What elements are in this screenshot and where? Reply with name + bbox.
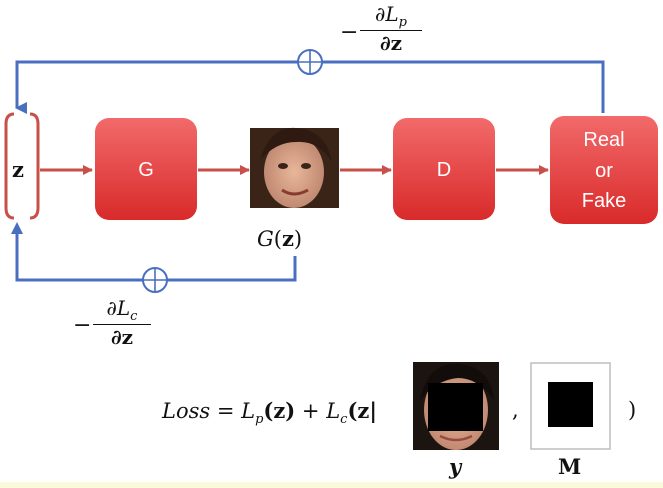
z-label: z (12, 157, 24, 182)
loss-close-paren: ) (628, 398, 637, 422)
output-label-or: or (595, 160, 613, 182)
bottom-arrowhead-icon (11, 222, 23, 234)
mask-square-on-face (428, 383, 483, 431)
generator-box (95, 118, 197, 220)
loss-equation: Loss = Lp(z) + Lc(z| (162, 398, 377, 428)
bottom-gradient-minus: − (73, 313, 92, 338)
bottom-gradient-fraction: ∂Lc ∂z (93, 296, 151, 349)
masked-face-image (413, 362, 499, 450)
mask-square (548, 382, 593, 427)
discriminator-label: D (436, 159, 452, 181)
output-label-fake: Fake (581, 190, 627, 212)
generator-label: G (138, 159, 154, 181)
output-label-real: Real (583, 129, 625, 151)
z-bracket-right (29, 112, 40, 220)
z-bracket-left (4, 112, 15, 220)
top-gradient-minus: − (340, 20, 359, 45)
discriminator-box (393, 118, 495, 220)
generated-image-label: G(z) (257, 226, 303, 251)
generated-face-image (250, 127, 339, 208)
y-label: y (449, 454, 462, 479)
top-sum-icon (297, 49, 323, 75)
loss-comma: , (512, 398, 519, 422)
output-box (550, 116, 658, 224)
top-gradient-fraction: ∂Lp ∂z (360, 2, 422, 55)
bottom-strip (0, 482, 663, 488)
m-label: M (558, 454, 582, 479)
bottom-sum-icon (142, 267, 168, 293)
mask-image (530, 362, 611, 450)
